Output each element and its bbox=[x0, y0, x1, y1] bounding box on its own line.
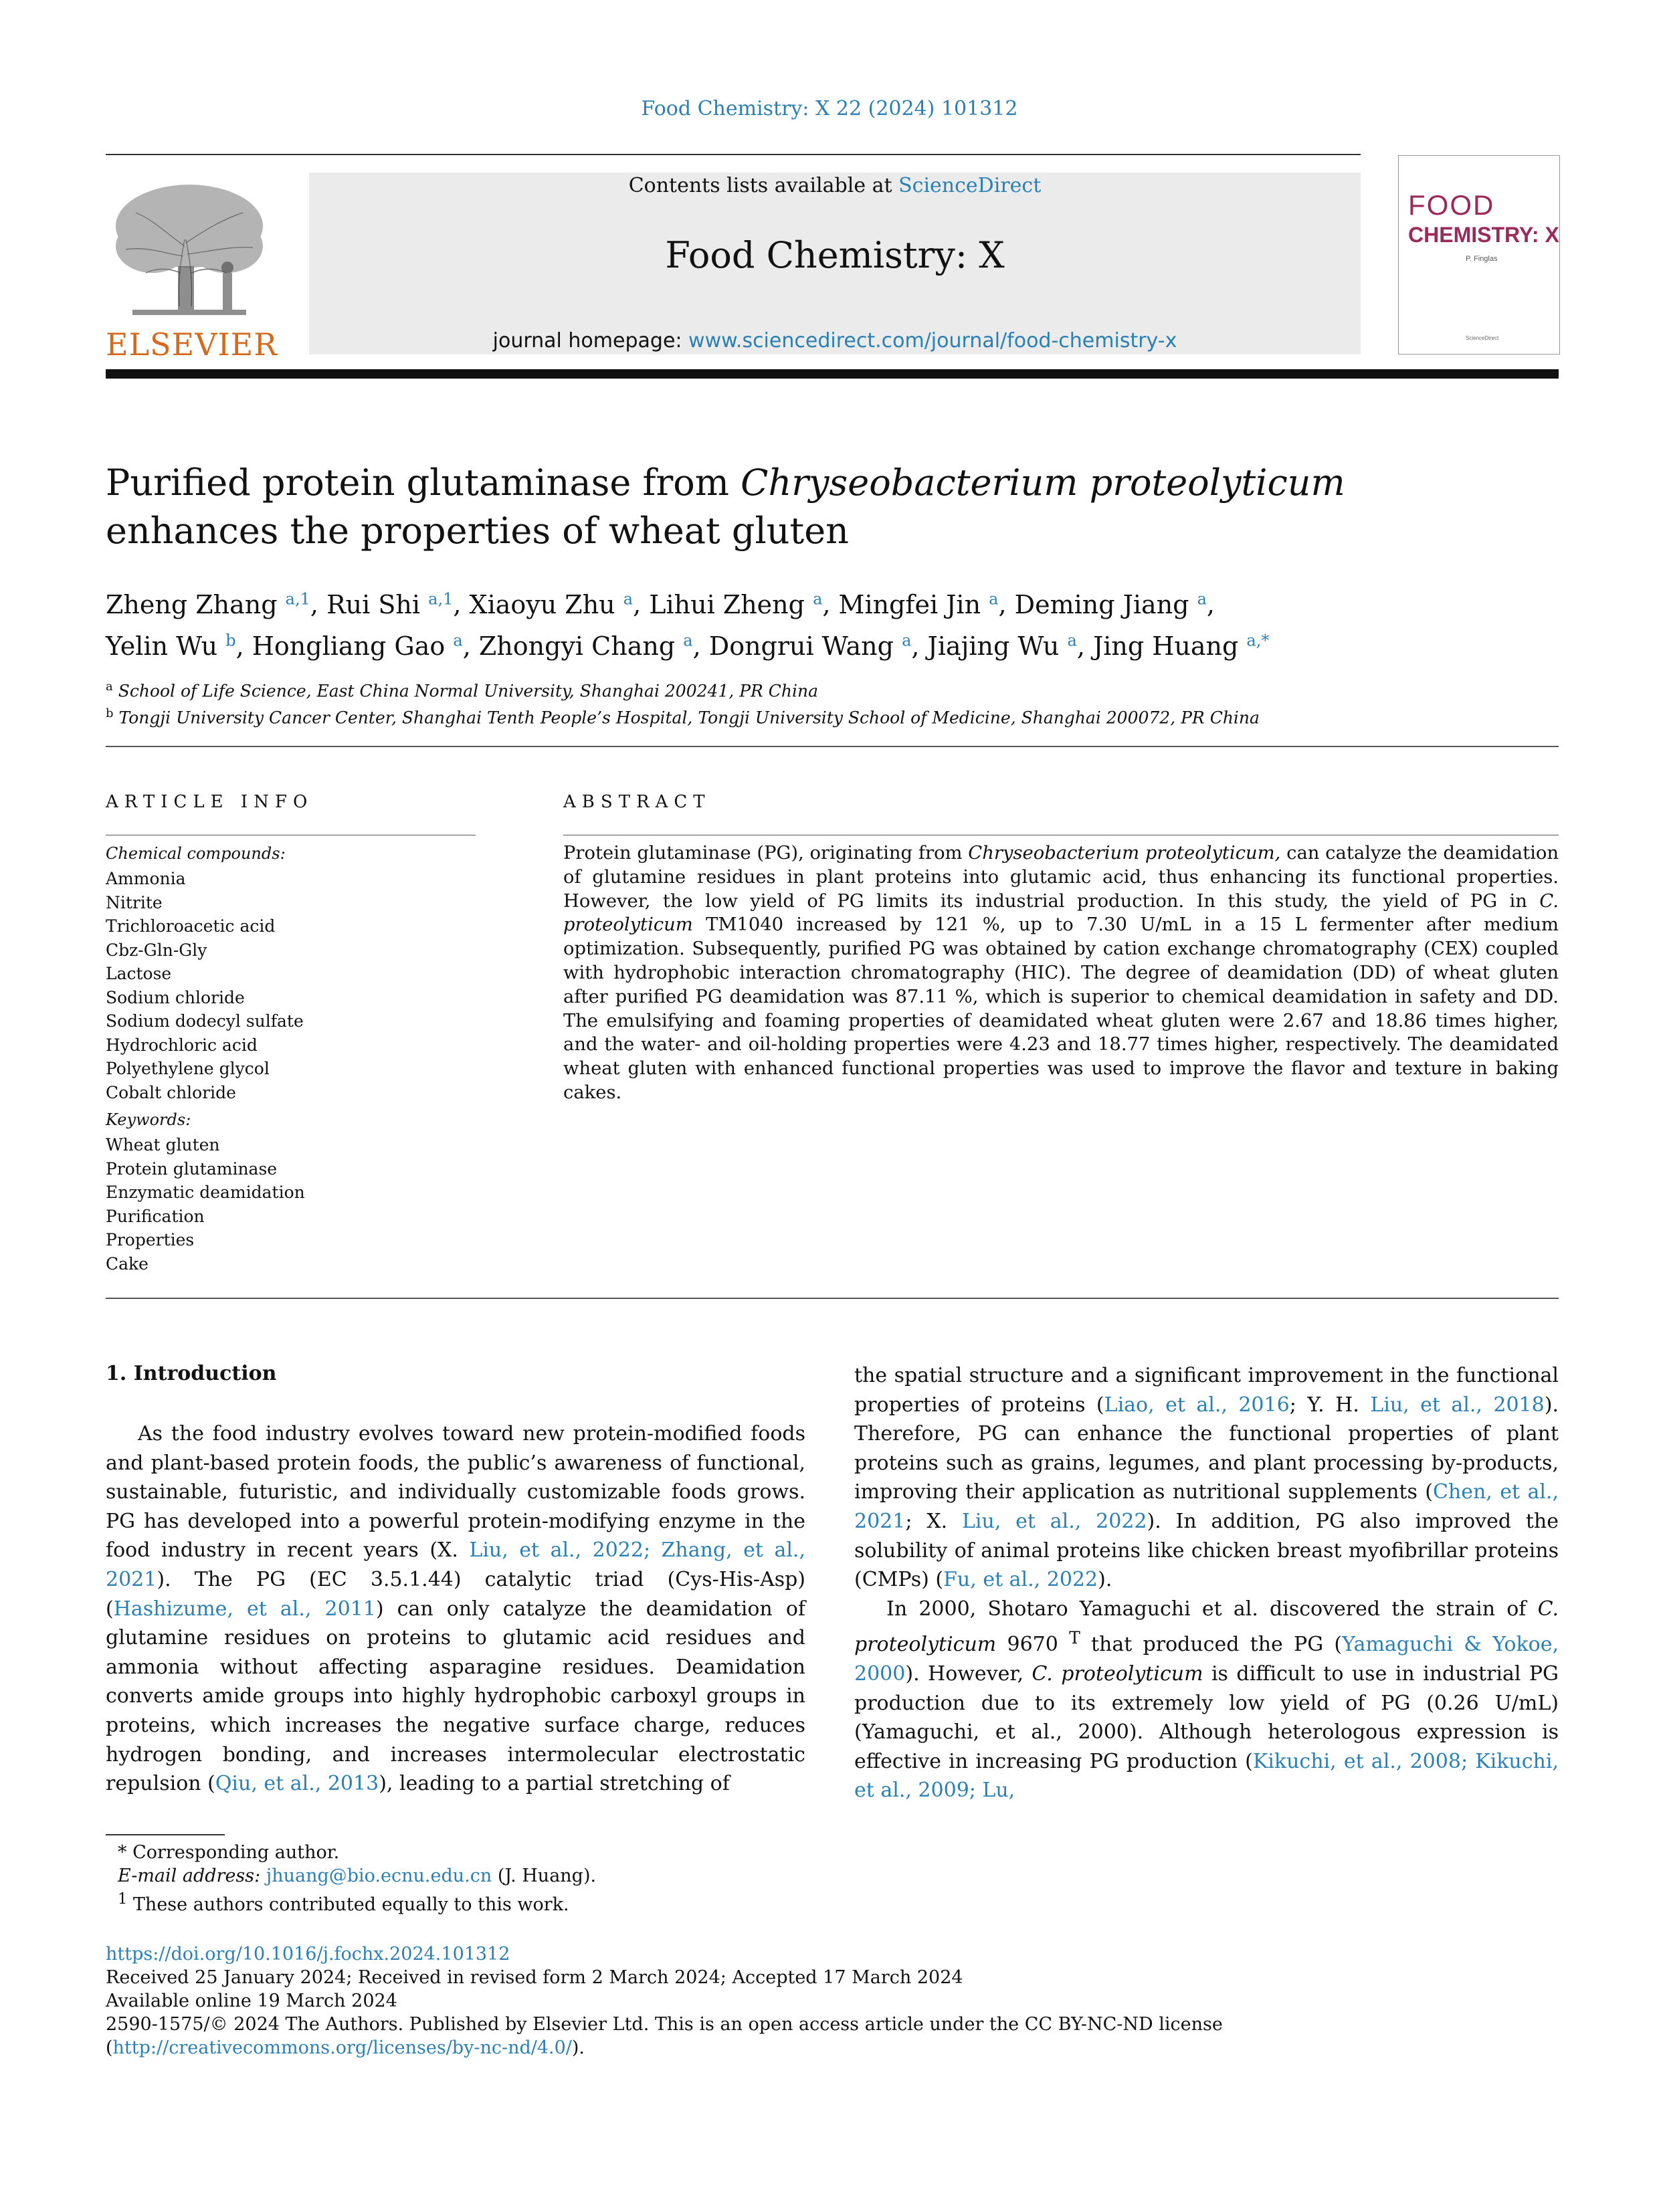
citation-link[interactable]: Yamaguchi & Yokoe, 2000 bbox=[854, 1633, 1559, 1686]
license-text: 2590-1575/© 2024 The Authors. Published … bbox=[106, 2014, 1223, 2058]
author-list: Zheng Zhang a,1, Rui Shi a,1, Xiaoyu Zhu… bbox=[106, 589, 1270, 662]
journal-homepage-link[interactable]: www.sciencedirect.com/journal/food-chemi… bbox=[688, 329, 1177, 353]
cover-editor: P. Finglas bbox=[1466, 255, 1498, 263]
citation-link[interactable]: Qiu, et al., 2013 bbox=[215, 1772, 379, 1796]
citation-link[interactable]: Liu, et al., 2022 bbox=[961, 1509, 1147, 1533]
affiliation: a School of Life Science, East China Nor… bbox=[106, 680, 819, 701]
keywords-list: Wheat gluten Protein glutaminase Enzymat… bbox=[106, 1133, 305, 1276]
list-item: Hydrochloric acid bbox=[106, 1035, 258, 1055]
author[interactable]: Hongliang Gao a bbox=[252, 631, 463, 662]
author[interactable]: Rui Shi a,1 bbox=[326, 589, 454, 619]
journal-cover: FOOD CHEMISTRY: X P. Finglas ScienceDire… bbox=[1398, 155, 1560, 355]
elsevier-tree-logo bbox=[116, 185, 263, 315]
section-heading: 1. Introduction bbox=[106, 1362, 277, 1385]
list-item: Nitrite bbox=[106, 892, 163, 912]
affiliation: b Tongji University Cancer Center, Shang… bbox=[106, 706, 1260, 728]
chemical-compounds-list: Ammonia Nitrite Trichloroacetic acid Cbz… bbox=[106, 867, 304, 1104]
list-item: Cbz-Gln-Gly bbox=[106, 940, 207, 960]
citation-link[interactable]: Liao, et al., 2016 bbox=[1104, 1393, 1290, 1417]
footnote-corresponding: * Corresponding author. bbox=[118, 1842, 340, 1863]
citation-link[interactable]: Chen, et al., 2021 bbox=[854, 1480, 1559, 1533]
footnote-rule bbox=[106, 1834, 225, 1835]
divider bbox=[106, 746, 1559, 747]
online-date: Available online 19 March 2024 bbox=[106, 1991, 397, 2011]
citation-link[interactable]: Kikuchi, et al., 2008; Kikuchi, et al., … bbox=[854, 1749, 1559, 1803]
keyword: Protein glutaminase bbox=[106, 1159, 278, 1179]
homepage-line: journal homepage: www.sciencedirect.com/… bbox=[492, 329, 1177, 353]
keyword: Cake bbox=[106, 1253, 149, 1274]
header-thick-rule bbox=[106, 369, 1559, 379]
affiliations: a School of Life Science, East China Nor… bbox=[106, 676, 1559, 730]
citation-link[interactable]: Fu, et al., 2022 bbox=[943, 1568, 1098, 1592]
author[interactable]: Deming Jiang a bbox=[1014, 589, 1207, 619]
journal-banner bbox=[309, 173, 1361, 355]
doi-link[interactable]: https://doi.org/10.1016/j.fochx.2024.101… bbox=[106, 1944, 510, 1965]
intro-paragraph-2: In 2000, Shotaro Yamaguchi et al. discov… bbox=[854, 1597, 1559, 1803]
keyword: Purification bbox=[106, 1206, 205, 1226]
chemical-compounds-heading: Chemical compounds: bbox=[106, 844, 286, 863]
cover-footer: ScienceDirect bbox=[1466, 335, 1499, 341]
elsevier-wordmark: ELSEVIER bbox=[106, 326, 278, 363]
footnote-email: E-mail address: jhuang@bio.ecnu.edu.cn (… bbox=[118, 1866, 597, 1886]
sciencedirect-link[interactable]: ScienceDirect bbox=[898, 174, 1042, 197]
publication-info: https://doi.org/10.1016/j.fochx.2024.101… bbox=[106, 1942, 1559, 2059]
abstract-heading: ABSTRACT bbox=[563, 792, 711, 812]
author[interactable]: Lihui Zheng a bbox=[649, 589, 823, 619]
citation-link[interactable]: Liu, et al., 2018 bbox=[1370, 1393, 1545, 1417]
list-item: Lactose bbox=[106, 964, 172, 983]
journal-reference[interactable]: Food Chemistry: X 22 (2024) 101312 bbox=[641, 97, 1018, 120]
keywords-heading: Keywords: bbox=[106, 1110, 191, 1129]
keyword: Properties bbox=[106, 1230, 195, 1249]
right-column: the spatial structure and a significant … bbox=[854, 1361, 1559, 1805]
cover-title-line2: CHEMISTRY: X bbox=[1408, 223, 1559, 247]
author[interactable]: Jing Huang a,* bbox=[1092, 631, 1270, 662]
keyword: Enzymatic deamidation bbox=[106, 1183, 305, 1202]
abstract-text: Protein glutaminase (PG), originating fr… bbox=[563, 843, 1559, 1103]
article-title: Purified protein glutaminase from Chryse… bbox=[106, 462, 1345, 552]
list-item: Trichloroacetic acid bbox=[106, 916, 276, 936]
cover-title-line1: FOOD bbox=[1408, 189, 1495, 221]
author[interactable]: Xiaoyu Zhu a bbox=[469, 589, 633, 619]
license-link[interactable]: http://creativecommons.org/licenses/by-n… bbox=[112, 2037, 572, 2058]
list-item: Sodium chloride bbox=[106, 987, 245, 1007]
intro-paragraph-1: As the food industry evolves toward new … bbox=[106, 1422, 805, 1796]
email-link[interactable]: jhuang@bio.ecnu.edu.cn bbox=[266, 1866, 492, 1886]
author[interactable]: Yelin Wu b bbox=[106, 631, 236, 662]
journal-title: Food Chemistry: X bbox=[665, 234, 1005, 276]
article-info-heading: ARTICLE INFO bbox=[106, 792, 314, 812]
list-item: Cobalt chloride bbox=[106, 1082, 236, 1102]
citation-link[interactable]: Liu, et al., 2022; Zhang, et al., 2021 bbox=[106, 1538, 805, 1591]
footnotes: * Corresponding author. E-mail address: … bbox=[106, 1841, 596, 1916]
author[interactable]: Zheng Zhang a,1 bbox=[106, 589, 310, 619]
author[interactable]: Mingfei Jin a bbox=[838, 589, 999, 619]
intro-paragraph-1-cont: the spatial structure and a significant … bbox=[854, 1364, 1559, 1592]
keyword: Wheat gluten bbox=[106, 1135, 220, 1154]
list-item: Polyethylene glycol bbox=[106, 1059, 270, 1078]
divider bbox=[106, 1298, 1559, 1299]
author[interactable]: Zhongyi Chang a bbox=[478, 631, 693, 662]
list-item: Sodium dodecyl sulfate bbox=[106, 1011, 304, 1031]
list-item: Ammonia bbox=[106, 869, 186, 888]
footnote-equal: 1 These authors contributed equally to t… bbox=[118, 1890, 569, 1915]
author[interactable]: Jiajing Wu a bbox=[927, 631, 1077, 662]
contents-line: Contents lists available at ScienceDirec… bbox=[628, 174, 1042, 197]
divider bbox=[106, 154, 1361, 155]
author[interactable]: Dongrui Wang a bbox=[708, 631, 912, 662]
received-dates: Received 25 January 2024; Received in re… bbox=[106, 1967, 963, 1988]
citation-link[interactable]: Hashizume, et al., 2011 bbox=[113, 1597, 376, 1621]
